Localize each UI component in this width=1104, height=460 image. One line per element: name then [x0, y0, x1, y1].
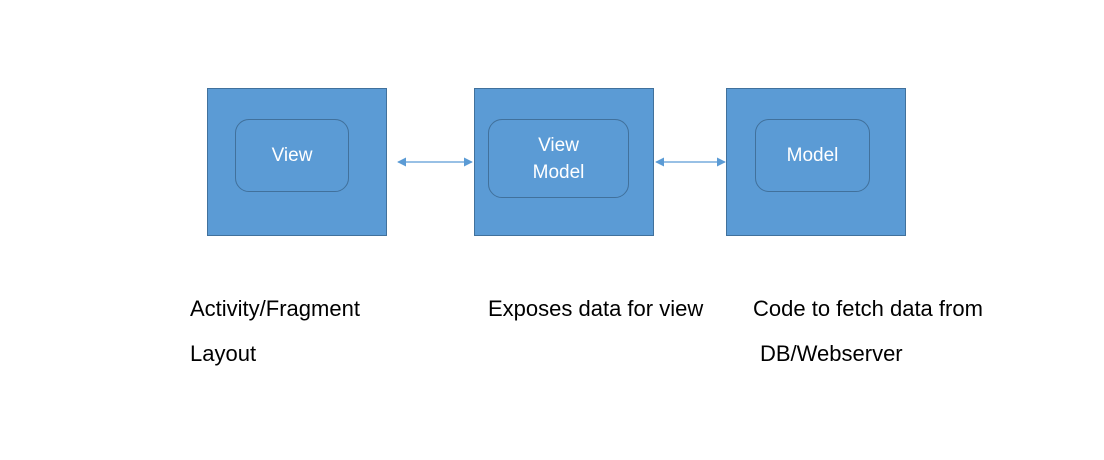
- model-node: Model: [726, 88, 906, 236]
- model-caption-line2: DB/Webserver: [760, 341, 903, 366]
- viewmodel-node: View Model: [474, 88, 654, 236]
- viewmodel-node-label: View Model: [488, 119, 629, 198]
- view-caption-line1: Activity/Fragment: [190, 296, 360, 321]
- view-node-label: View: [235, 119, 349, 192]
- view-node: View: [207, 88, 387, 236]
- model-caption-line1: Code to fetch data from: [753, 296, 983, 321]
- viewmodel-caption-line1: Exposes data for view: [488, 296, 704, 321]
- model-node-label: Model: [755, 119, 870, 192]
- view-caption-line2: Layout: [190, 341, 257, 366]
